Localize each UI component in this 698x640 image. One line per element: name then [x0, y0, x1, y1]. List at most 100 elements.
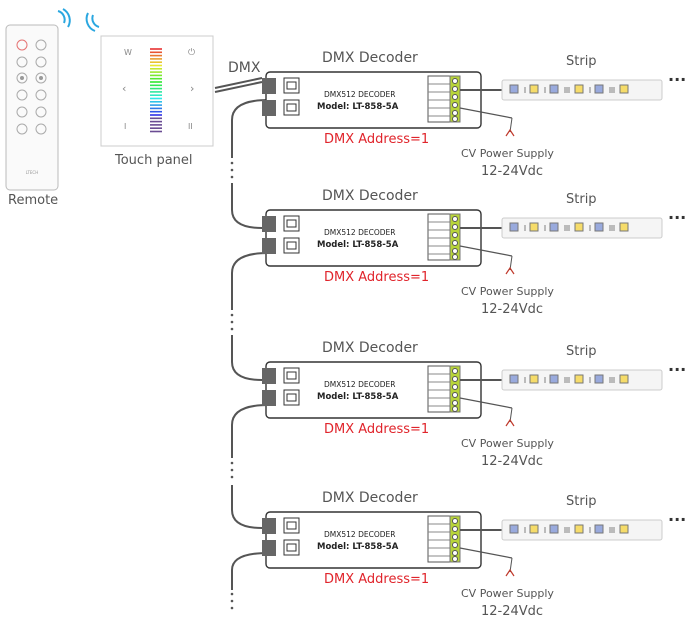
led — [619, 524, 629, 534]
dmx-address: DMX Address=1 — [324, 270, 430, 285]
led — [589, 527, 591, 533]
led — [609, 87, 615, 93]
led — [609, 377, 615, 383]
led — [574, 222, 584, 232]
voltage-label: 12-24Vdc — [481, 164, 544, 179]
decoder-label: DMX512 DECODER — [324, 380, 395, 389]
decoder-unit-4: DMX Decoder DMX512 DECODER Model: LT-858… — [0, 490, 698, 640]
decoder-model: Model: LT-858-5A — [317, 392, 399, 402]
led — [589, 377, 591, 383]
strip-label: Strip — [566, 494, 597, 509]
power-supply-label: CV Power Supply — [461, 587, 554, 600]
led — [609, 225, 615, 231]
remote-graphic: LTECH — [5, 24, 59, 191]
led — [549, 524, 559, 534]
voltage-label: 12-24Vdc — [481, 604, 544, 619]
voltage-label: 12-24Vdc — [481, 302, 544, 317]
led — [509, 222, 519, 232]
strip-continuation: ··· — [668, 360, 687, 379]
led — [524, 225, 526, 231]
led — [619, 84, 629, 94]
strip-leds — [509, 374, 629, 384]
strip-leds — [509, 84, 629, 94]
led — [574, 374, 584, 384]
remote: LTECH — [0, 15, 70, 230]
led — [544, 87, 546, 93]
led — [619, 222, 629, 232]
decoder-model: Model: LT-858-5A — [317, 240, 399, 250]
led — [619, 374, 629, 384]
touch-key-w: W — [124, 48, 132, 57]
decoder-unit-2: DMX Decoder DMX512 DECODER Model: LT-858… — [0, 188, 698, 338]
strip-continuation: ··· — [668, 70, 687, 89]
decoder-graphic: DMX512 DECODER Model: LT-858-5A — [262, 511, 663, 577]
strip-leds — [509, 222, 629, 232]
led — [544, 527, 546, 533]
power-supply-label: CV Power Supply — [461, 437, 554, 450]
led — [529, 84, 539, 94]
decoder-title: DMX Decoder — [322, 490, 418, 506]
decoder-label: DMX512 DECODER — [324, 90, 395, 99]
led — [594, 374, 604, 384]
decoder-label: DMX512 DECODER — [324, 228, 395, 237]
remote-label: Remote — [8, 193, 59, 208]
decoder-label: DMX512 DECODER — [324, 530, 395, 539]
led — [564, 87, 570, 93]
touch-panel-graphic: W ⏻ ‹ › I II — [100, 35, 214, 147]
decoder-graphic: DMX512 DECODER Model: LT-858-5A — [262, 71, 663, 137]
decoder-unit-1: DMX Decoder DMX512 DECODER Model: LT-858… — [0, 50, 698, 200]
led — [564, 527, 570, 533]
led — [544, 225, 546, 231]
strip-label: Strip — [566, 344, 597, 359]
touch-key-ii: II — [188, 122, 193, 131]
decoder-title: DMX Decoder — [322, 188, 418, 204]
led — [529, 222, 539, 232]
led — [509, 374, 519, 384]
touch-key-right: › — [190, 82, 194, 95]
decoder-graphic: DMX512 DECODER Model: LT-858-5A — [262, 209, 663, 275]
led — [609, 527, 615, 533]
led — [544, 377, 546, 383]
led — [524, 377, 526, 383]
led — [524, 527, 526, 533]
touch-key-power: ⏻ — [188, 47, 195, 58]
led — [564, 377, 570, 383]
strip-label: Strip — [566, 192, 597, 207]
touch-key-left: ‹ — [122, 82, 126, 95]
led — [549, 374, 559, 384]
decoder-graphic: DMX512 DECODER Model: LT-858-5A — [262, 361, 663, 427]
strip-label: Strip — [566, 54, 597, 69]
dmx-label: DMX — [228, 60, 261, 76]
dmx-address: DMX Address=1 — [324, 572, 430, 587]
led — [509, 84, 519, 94]
led — [564, 225, 570, 231]
power-supply-label: CV Power Supply — [461, 147, 554, 160]
decoder-model: Model: LT-858-5A — [317, 102, 399, 112]
decoder-title: DMX Decoder — [322, 340, 418, 356]
led — [594, 524, 604, 534]
led — [524, 87, 526, 93]
touch-key-i: I — [124, 122, 126, 131]
decoder-unit-3: DMX Decoder DMX512 DECODER Model: LT-858… — [0, 340, 698, 490]
dmx-address: DMX Address=1 — [324, 132, 430, 147]
led — [549, 84, 559, 94]
touch-panel: W ⏻ ‹ › I II — [100, 35, 215, 147]
led — [594, 222, 604, 232]
led — [574, 84, 584, 94]
led — [549, 222, 559, 232]
led — [589, 225, 591, 231]
led — [574, 524, 584, 534]
decoder-title: DMX Decoder — [322, 50, 418, 66]
led — [509, 524, 519, 534]
touch-panel-label: Touch panel — [115, 153, 193, 168]
led — [594, 84, 604, 94]
power-supply-label: CV Power Supply — [461, 285, 554, 298]
dmx-address: DMX Address=1 — [324, 422, 430, 437]
led — [529, 524, 539, 534]
wireless-signal-icon — [57, 8, 100, 32]
led — [589, 87, 591, 93]
strip-leds — [509, 524, 629, 534]
color-slider — [150, 48, 162, 133]
remote-brand: LTECH — [26, 170, 38, 175]
